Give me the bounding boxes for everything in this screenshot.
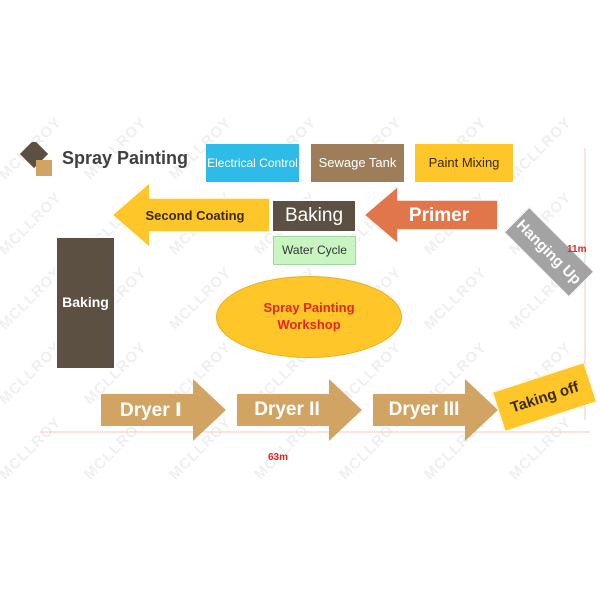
width-dimension-label: 63m — [268, 452, 289, 463]
dryer-2-label: Dryer II — [254, 399, 320, 420]
dryer-3-label: Dryer III — [388, 399, 460, 420]
dryer-1-label: Dryer Ⅰ — [120, 399, 182, 421]
water-cycle-box: Water Cycle — [273, 236, 356, 265]
baking-box-left: Baking — [55, 236, 116, 370]
second-coating-label: Second Coating — [145, 207, 245, 223]
taking-off-box: Taking off — [491, 362, 598, 432]
watermark-text: MCLLROY — [505, 113, 576, 184]
electrical-control-box: Electrical Control — [206, 144, 299, 182]
spray-painting-workshop-ellipse: Spray Painting Workshop — [216, 276, 402, 358]
watermark-text: MCLLROY — [0, 413, 66, 484]
baking-box-top: Baking — [271, 199, 357, 233]
diagram-title: Spray Painting — [62, 148, 189, 168]
height-dimension-label: 11m — [567, 244, 587, 255]
sewage-tank-box: Sewage Tank — [311, 144, 404, 182]
logo-icon — [19, 142, 52, 176]
watermark-text: MCLLROY — [420, 263, 491, 334]
workshop-label-line1: Spray Painting — [263, 300, 355, 316]
primer-label: Primer — [408, 205, 470, 226]
workshop-label-line2: Workshop — [277, 317, 341, 332]
paint-mixing-box: Paint Mixing — [415, 144, 513, 182]
